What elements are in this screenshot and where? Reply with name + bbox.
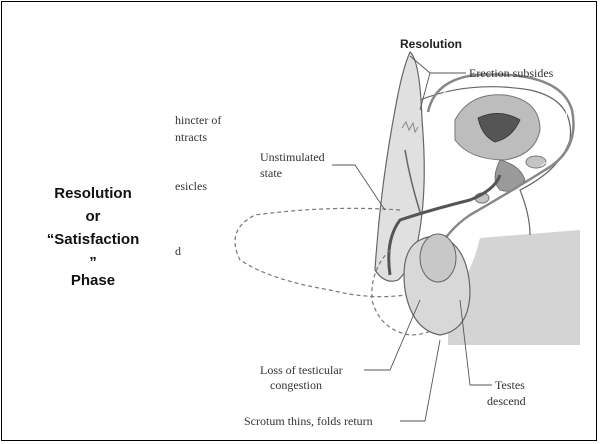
label-vesicles: esicles [175,179,207,193]
slide-title: Resolution or “Satisfaction ” Phase [18,182,168,292]
leader-erection-2 [420,73,430,110]
label-erection: Erection subsides [469,66,554,80]
label-loss-2: congestion [270,378,322,392]
label-sphincter-1: hincter of [175,113,221,127]
label-loss-1: Loss of testicular [260,363,343,377]
anatomy-figure: Resolution Erection subsides hincter of … [160,30,580,442]
title-line-2: or [18,205,168,228]
label-scrotum: Scrotum thins, folds return [244,414,373,428]
title-line-1: Resolution [18,182,168,205]
testis-shape [420,234,456,282]
figure-heading: Resolution [400,37,462,51]
leader-scrotum [400,340,440,421]
leader-erection [410,56,466,73]
label-sphincter-2: ntracts [175,130,207,144]
label-unstimulated-1: Unstimulated [260,150,325,164]
title-line-5: Phase [18,269,168,292]
title-line-3: “Satisfaction [18,228,168,251]
label-partial-d: d [175,244,181,258]
leader-unstimulated [332,165,385,210]
small-gland [526,156,546,168]
label-testes-2: descend [487,394,526,408]
label-testes-1: Testes [495,378,525,392]
label-unstimulated-2: state [260,166,282,180]
